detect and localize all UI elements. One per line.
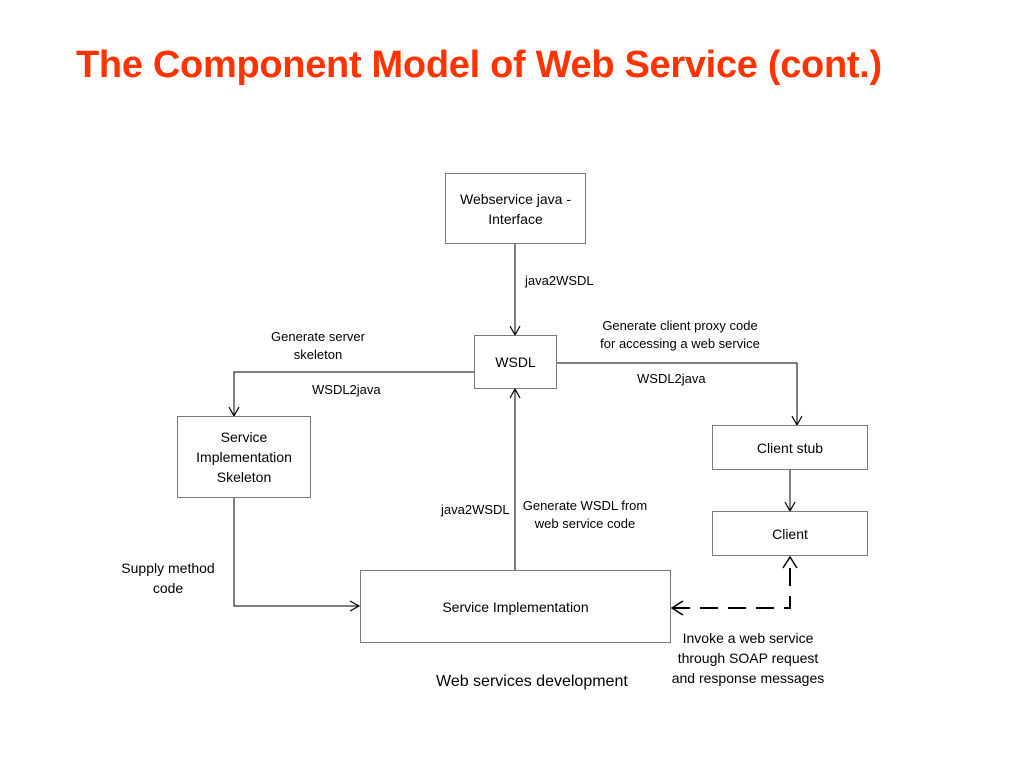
wsdl-box: WSDL	[474, 335, 557, 389]
gen-server-line1: Generate server	[271, 329, 365, 344]
label-supply-method-code: Supply method code	[113, 558, 223, 598]
supply-line2: code	[152, 580, 184, 596]
edge-client-impl-dashed	[673, 568, 791, 609]
webservice-interface-box: Webservice java - Interface	[445, 173, 586, 244]
client-stub-box: Client stub	[712, 425, 868, 470]
label-invoke-web-service: Invoke a web service through SOAP reques…	[663, 628, 833, 688]
dashed-arrowhead-left	[670, 600, 684, 616]
dashed-arrowhead-up	[782, 555, 798, 569]
label-generate-server-skeleton: Generate server skeleton	[258, 328, 378, 364]
invoke-line3: and response messages	[671, 670, 825, 686]
interface-line2: Interface	[488, 210, 543, 227]
label-generate-wsdl-from-code: Generate WSDL from web service code	[520, 497, 650, 533]
edge-wsdl-to-skeleton	[228, 371, 474, 418]
label-wsdl2java-right: WSDL2java	[637, 371, 706, 386]
diagram-caption: Web services development	[436, 673, 628, 690]
skeleton-line2: Implementation	[196, 449, 292, 465]
skeleton-line3: Skeleton	[216, 469, 272, 485]
edge-wsdl-to-client-stub	[557, 362, 803, 427]
gen-client-line2: for accessing a web service	[600, 336, 760, 351]
client-stub-label: Client stub	[756, 439, 824, 456]
service-implementation-label: Service Implementation	[442, 598, 589, 615]
gen-server-line2: skeleton	[293, 347, 343, 362]
invoke-line1: Invoke a web service	[682, 630, 814, 646]
invoke-line2: through SOAP request	[677, 650, 819, 666]
label-java2wsdl-bottom: java2WSDL	[441, 502, 510, 517]
client-box: Client	[712, 511, 868, 556]
client-label: Client	[772, 525, 808, 542]
gen-wsdl-line1: Generate WSDL from	[522, 498, 648, 513]
interface-line1: Webservice java -	[459, 190, 571, 207]
label-wsdl2java-left: WSDL2java	[312, 382, 381, 397]
wsdl-label: WSDL	[495, 354, 536, 370]
service-implementation-box: Service Implementation	[360, 570, 671, 643]
label-generate-client-proxy: Generate client proxy code for accessing…	[590, 317, 770, 353]
edge-skeleton-to-impl	[233, 498, 361, 612]
slide-title: The Component Model of Web Service (cont…	[76, 44, 882, 86]
label-java2wsdl-top: java2WSDL	[525, 273, 594, 288]
gen-client-line1: Generate client proxy code	[602, 318, 758, 333]
supply-line1: Supply method	[121, 560, 215, 576]
gen-wsdl-line2: web service code	[534, 516, 636, 531]
skeleton-line1: Service	[220, 429, 268, 445]
